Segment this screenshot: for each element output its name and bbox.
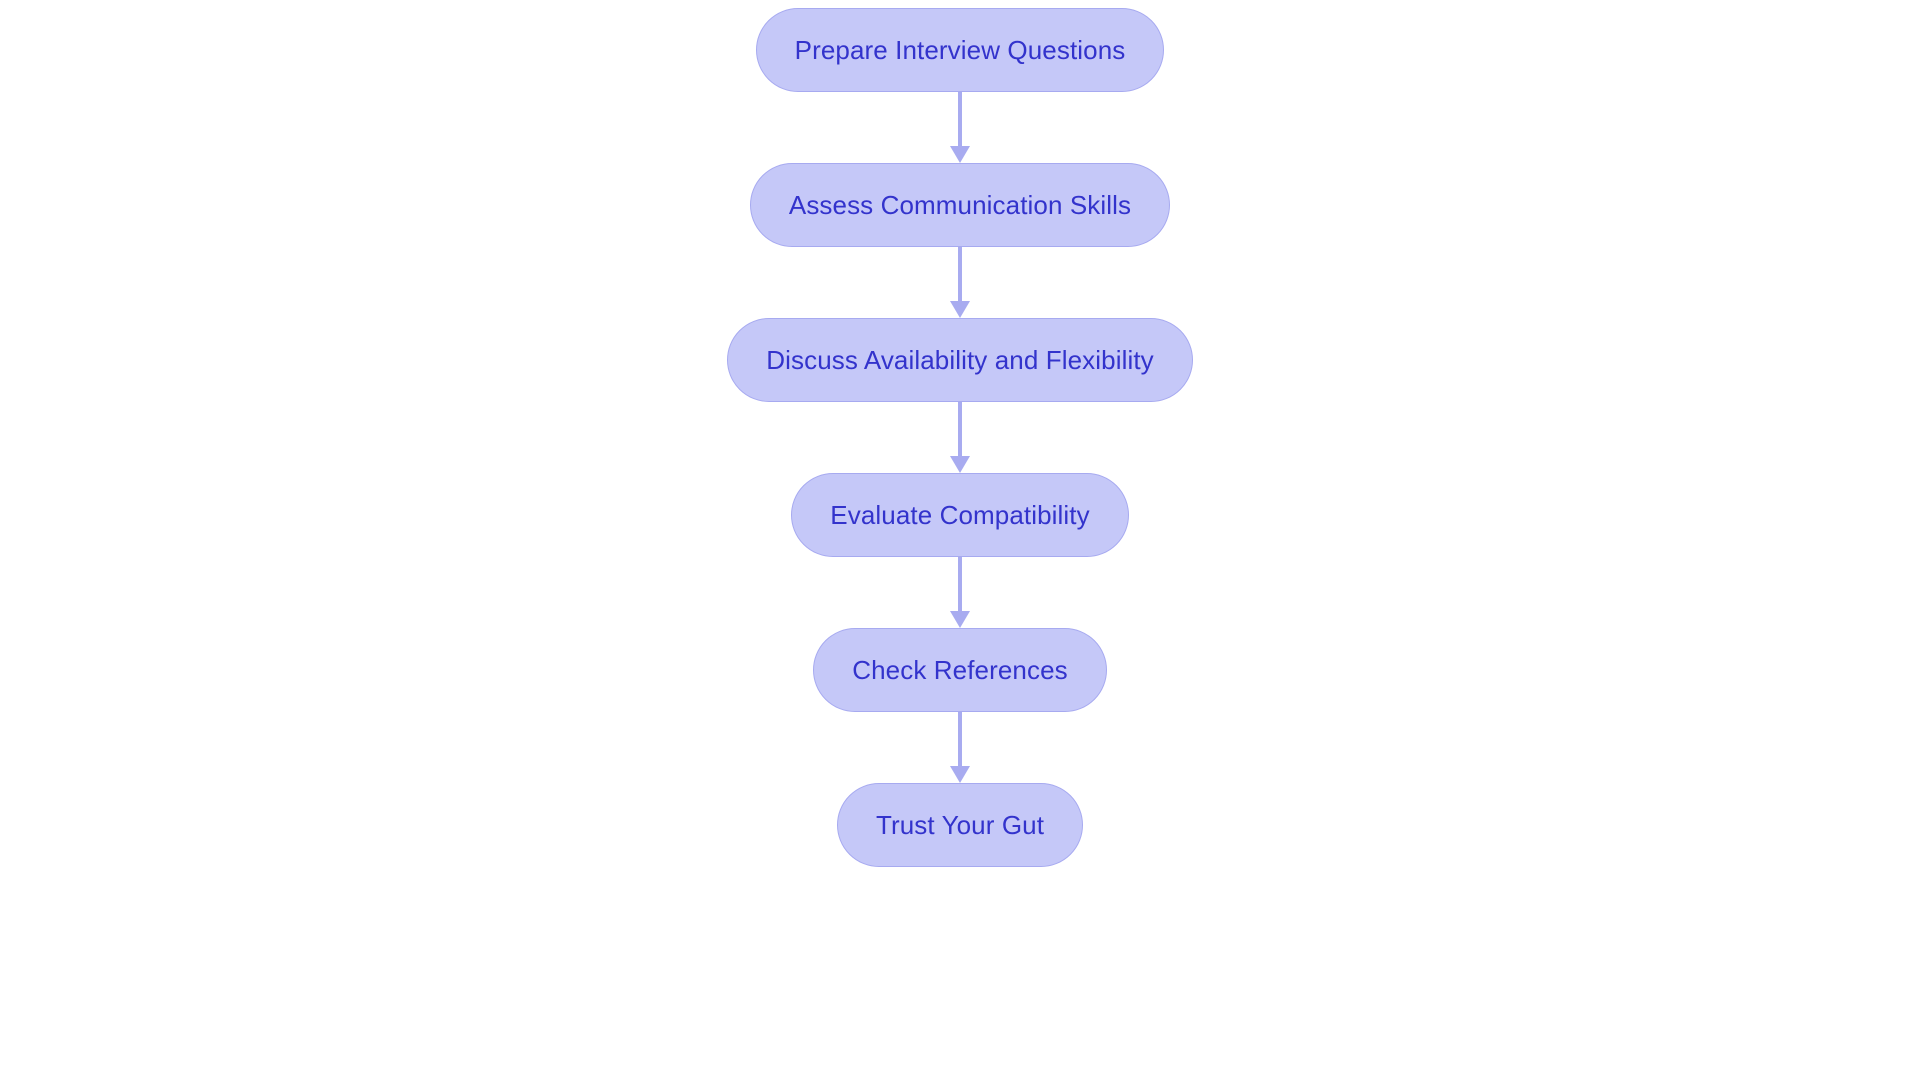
flowchart-connector-1 [948, 92, 972, 163]
node-label: Assess Communication Skills [788, 190, 1132, 220]
connector-line [958, 712, 962, 766]
flowchart-connector-3 [948, 402, 972, 473]
flowchart-node-prepare-interview-questions[interactable]: Prepare Interview Questions [755, 8, 1165, 92]
flowchart-connector-2 [948, 247, 972, 318]
flowchart-connector-5 [948, 712, 972, 783]
node-label: Prepare Interview Questions [794, 35, 1126, 65]
arrow-down-icon [950, 456, 970, 473]
node-label: Check References [852, 655, 1068, 685]
connector-line [958, 92, 962, 146]
arrow-down-icon [950, 766, 970, 783]
arrow-down-icon [950, 301, 970, 318]
connector-line [958, 402, 962, 456]
connector-line [958, 557, 962, 611]
flowchart-node-check-references[interactable]: Check References [813, 628, 1107, 712]
arrow-down-icon [950, 611, 970, 628]
node-label: Trust Your Gut [875, 810, 1045, 840]
flowchart-node-assess-communication-skills[interactable]: Assess Communication Skills [749, 163, 1171, 247]
connector-line [958, 247, 962, 301]
flowchart-connector-4 [948, 557, 972, 628]
node-label: Discuss Availability and Flexibility [766, 345, 1154, 375]
node-label: Evaluate Compatibility [830, 500, 1090, 530]
flowchart-node-trust-your-gut[interactable]: Trust Your Gut [836, 783, 1084, 867]
flowchart-node-evaluate-compatibility[interactable]: Evaluate Compatibility [791, 473, 1129, 557]
arrow-down-icon [950, 146, 970, 163]
flowchart-node-discuss-availability-and-flexibility[interactable]: Discuss Availability and Flexibility [727, 318, 1193, 402]
